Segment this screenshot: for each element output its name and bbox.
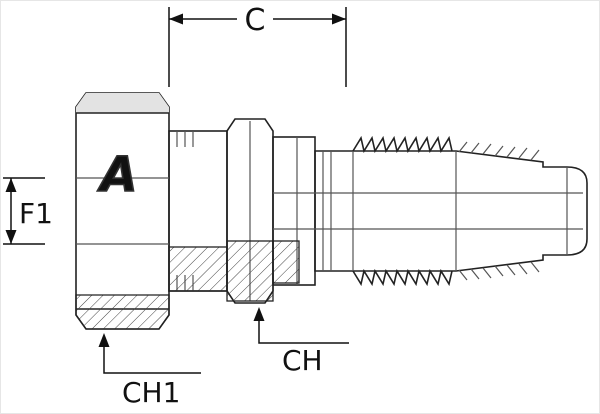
nut-bore-lines [76,177,169,245]
dimension-f1: F1 [3,177,53,245]
hose-tail-serrations-bottom [352,268,453,287]
f1-extension-lines [3,177,45,245]
f1-arrowhead-top [5,178,17,192]
bore-lines [273,192,583,230]
ch1-leader-line [103,337,201,374]
nut-body [75,92,170,330]
hose-tail-taper-serrations-top [458,141,540,161]
ch1-label: CH1 [122,376,180,409]
ch-leader-line [258,311,349,344]
c-arrowhead-left [169,13,183,25]
section-hatch-collar [272,240,300,284]
c-arrowhead-right [332,13,346,25]
f1-arrowhead-bottom [5,230,17,244]
leader-ch1: CH1 [98,333,201,409]
hose-fitting: A [75,92,588,330]
hose-tail-taper-serrations-bottom [458,261,540,281]
dimension-c: C [168,3,347,87]
f1-label: F1 [19,197,53,230]
leader-ch: CH [253,307,349,377]
nut-top-facet-shade [76,93,169,113]
section-hatch-thread [168,246,228,292]
ch-label: CH [282,344,323,377]
c-extension-lines [168,7,347,87]
section-hatch-hex [226,240,274,302]
hose-tail-outline [314,150,588,272]
hose-tail-section-lines [322,151,568,271]
hose-tail-serrations-top [352,135,453,154]
section-hatch-nut [75,294,170,330]
nut-facet-lines [76,112,169,310]
brand-logo-icon: A [96,147,137,203]
c-label: C [245,3,266,38]
